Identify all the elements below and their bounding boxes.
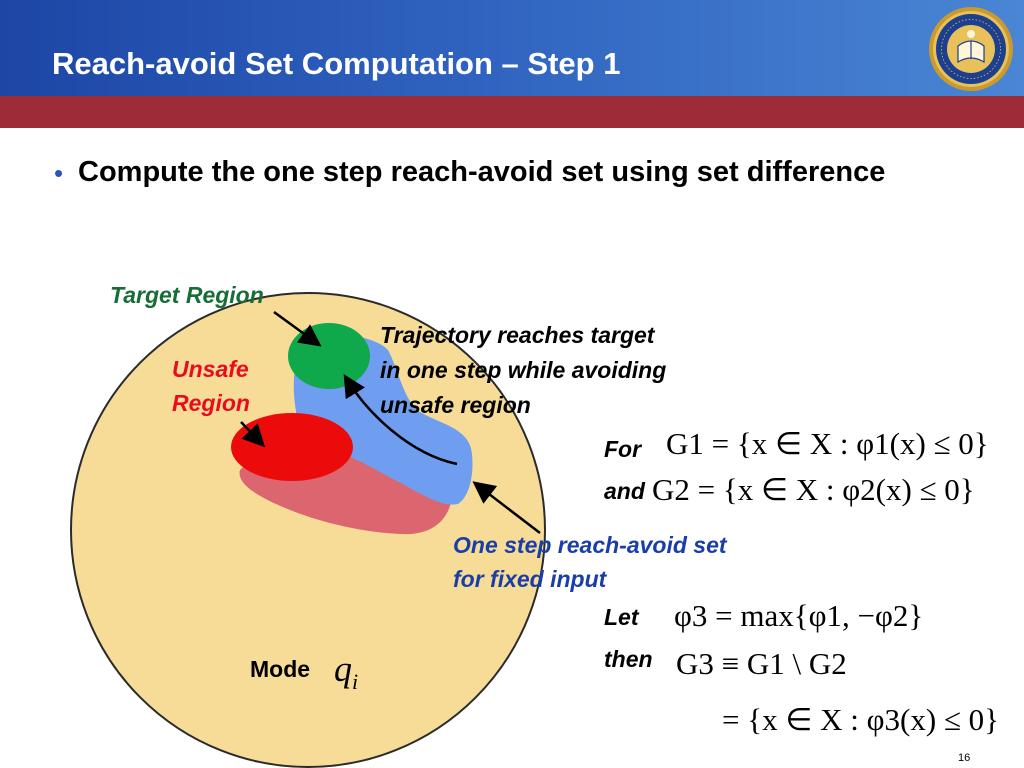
unsafe-pointer-arrow xyxy=(240,421,266,448)
equation-g3-difference: G3 ≡ G1 \ G2 xyxy=(676,646,847,681)
reach-avoid-pointer-arrow xyxy=(472,481,541,534)
for-label: For xyxy=(604,436,642,462)
let-label: Let xyxy=(604,604,639,630)
trajectory-curve xyxy=(343,374,458,466)
equation-g1: G1 = {x ∈ X : φ1(x) ≤ 0} xyxy=(666,426,989,461)
mode-region xyxy=(70,292,546,768)
equation-phi3: φ3 = max{φ1, −φ2} xyxy=(674,598,924,633)
bullet-marker: • xyxy=(54,158,64,188)
reach-avoid-label-line1: One step reach-avoid set xyxy=(453,532,727,558)
equation-g3-set: = {x ∈ X : φ3(x) ≤ 0} xyxy=(722,702,1000,737)
target-region xyxy=(288,323,370,389)
trajectory-label-line1: Trajectory reaches target xyxy=(380,322,655,348)
trajectory-label-line3: unsafe region xyxy=(380,392,531,418)
and-label: and xyxy=(604,478,645,504)
university-seal-logo xyxy=(929,7,1013,91)
reach-avoid-label-line2: for fixed input xyxy=(453,566,607,592)
unsafe-region-label-line2: Region xyxy=(172,390,250,416)
unsafe-region xyxy=(231,413,353,481)
unsafe-region-label-line1: Unsafe xyxy=(172,356,249,382)
header-accent-bar xyxy=(0,96,1024,128)
mode-label: Mode xyxy=(250,656,311,682)
slide-title: Reach-avoid Set Computation – Step 1 xyxy=(52,46,621,81)
page-number: 16 xyxy=(958,752,971,764)
then-label: then xyxy=(604,646,653,672)
target-pointer-arrow xyxy=(273,310,322,347)
mode-symbol: qi xyxy=(334,649,359,694)
bullet-text: Compute the one step reach-avoid set usi… xyxy=(78,156,886,188)
title-bar xyxy=(0,0,1024,96)
equation-g2: G2 = {x ∈ X : φ2(x) ≤ 0} xyxy=(652,472,975,507)
target-region-label: Target Region xyxy=(110,282,264,308)
trajectory-label-line2: in one step while avoiding xyxy=(380,357,667,383)
